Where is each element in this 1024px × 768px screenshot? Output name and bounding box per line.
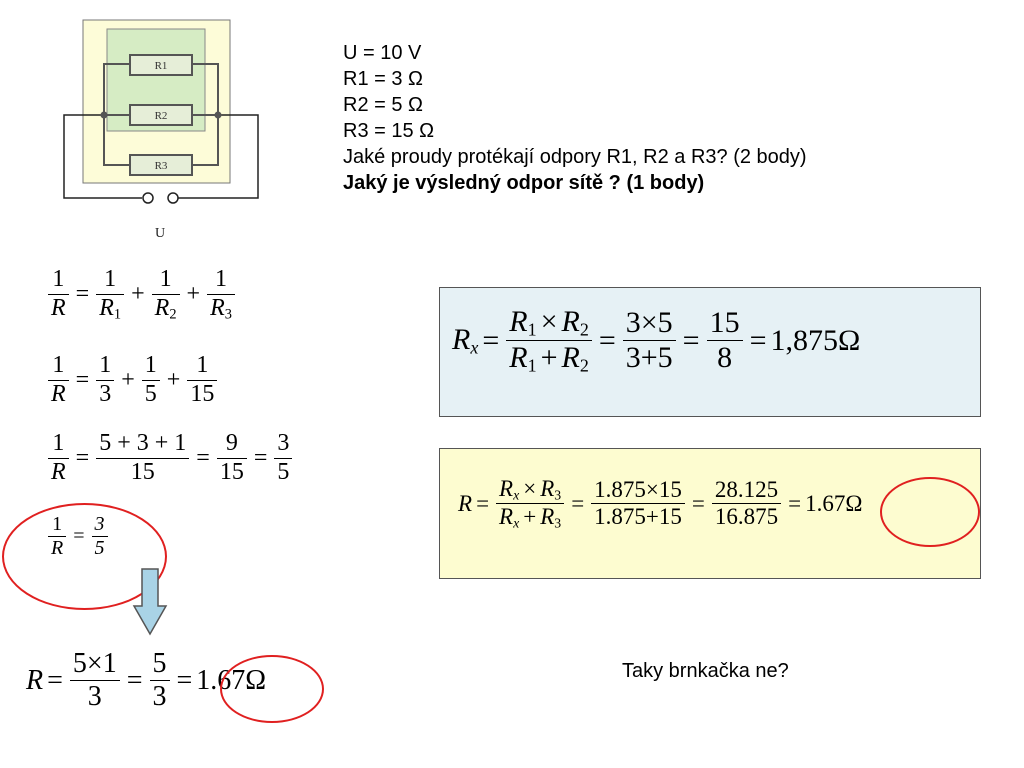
question-resistance: Jaký je výsledný odpor sítě ? (1 body)	[343, 172, 705, 194]
down-arrow-icon	[132, 568, 168, 636]
question-currents: Jaké proudy protékají odpory R1, R2 a R3…	[343, 146, 807, 168]
rx-result: 1,875Ω	[770, 323, 861, 357]
highlight-circle-r-total	[880, 477, 980, 547]
wire	[178, 114, 259, 199]
given-r1: R1 = 3 Ω	[343, 68, 423, 90]
rx-calculation-box	[439, 287, 981, 417]
wire	[63, 114, 142, 199]
resistor-r3-label: R3	[155, 160, 168, 172]
highlight-circle-final	[220, 655, 324, 723]
r-total-result: 1.67Ω	[805, 490, 863, 516]
given-voltage: U = 10 V	[343, 42, 422, 64]
wire	[103, 63, 130, 115]
resistor-r2	[129, 104, 193, 126]
given-r3: R3 = 15 Ω	[343, 120, 435, 142]
wire	[192, 115, 219, 166]
node-dot	[100, 111, 108, 119]
highlight-circle-reduced	[2, 503, 167, 610]
terminal-left	[142, 192, 154, 204]
circuit-diagram: R1 R2 R3 U	[63, 19, 259, 241]
resistor-r3	[129, 154, 193, 176]
problem-statement: U = 10 V R1 = 3 Ω R2 = 5 Ω R3 = 15 Ω Jak…	[343, 40, 807, 196]
resistor-r1-label: R1	[155, 60, 168, 72]
source-label: U	[155, 226, 165, 241]
wire	[192, 63, 219, 115]
given-r2: R2 = 5 Ω	[343, 94, 423, 116]
wire	[103, 115, 130, 166]
comment-text: Taky brnkačka ne?	[622, 660, 789, 682]
terminal-right	[167, 192, 179, 204]
resistor-r1	[129, 54, 193, 76]
resistor-r2-label: R2	[155, 110, 168, 122]
node-dot	[214, 111, 222, 119]
